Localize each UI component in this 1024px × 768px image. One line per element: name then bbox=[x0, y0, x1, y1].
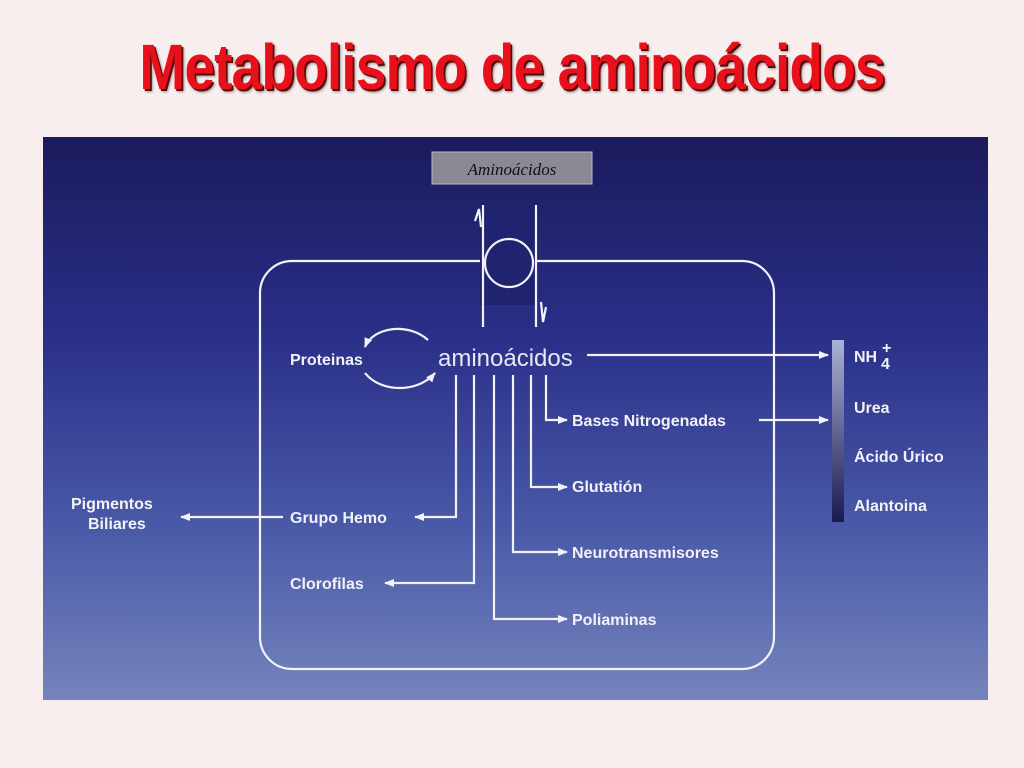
acido-urico-label: Ácido Úrico bbox=[854, 447, 944, 466]
diagram-panel: Aminoácidos aminoácidos Proteinas Bases … bbox=[43, 137, 988, 700]
arrow-to-bases bbox=[544, 375, 568, 424]
cell-membrane bbox=[258, 259, 776, 671]
nh4-superscript: + bbox=[882, 340, 891, 357]
nh4-label: NH bbox=[854, 349, 877, 366]
excretion-gradient-bar bbox=[832, 340, 844, 522]
arrow-to-glutation bbox=[529, 375, 568, 491]
arrow-to-hemo bbox=[414, 375, 458, 521]
clorofilas-label: Clorofilas bbox=[290, 576, 364, 593]
transporter-icon bbox=[483, 237, 535, 289]
bases-label: Bases Nitrogenadas bbox=[572, 413, 726, 430]
transporter-gap bbox=[480, 209, 536, 305]
nh4-subscript: 4 bbox=[881, 356, 890, 373]
arrow-to-clorofilas bbox=[384, 375, 476, 587]
alantoina-label: Alantoina bbox=[854, 498, 927, 515]
center-label: aminoácidos bbox=[438, 345, 573, 372]
efflux-arrow bbox=[539, 301, 548, 323]
arrow-to-poliaminas bbox=[492, 375, 568, 623]
hemo-label: Grupo Hemo bbox=[290, 510, 387, 527]
metabolism-diagram: Aminoácidos aminoácidos Proteinas Bases … bbox=[71, 151, 944, 671]
influx-arrow bbox=[473, 208, 483, 228]
arrow-to-neuro bbox=[511, 375, 568, 556]
poliaminas-label: Poliaminas bbox=[572, 612, 657, 629]
input-label: Aminoácidos bbox=[467, 160, 557, 179]
glutation-label: Glutatión bbox=[572, 479, 642, 496]
urea-label: Urea bbox=[854, 400, 890, 417]
pigmentos-label-line2: Biliares bbox=[88, 516, 146, 533]
input-label-box bbox=[431, 151, 593, 185]
pigmentos-label-line1: Pigmentos bbox=[71, 496, 153, 513]
proteins-cycle-arrow-bottom bbox=[364, 372, 436, 390]
proteins-label: Proteinas bbox=[290, 352, 363, 369]
proteins-cycle-arrow-top bbox=[363, 327, 429, 348]
neuro-label: Neurotransmisores bbox=[572, 545, 719, 562]
page-title: Metabolismo de aminoácidos bbox=[139, 31, 885, 103]
